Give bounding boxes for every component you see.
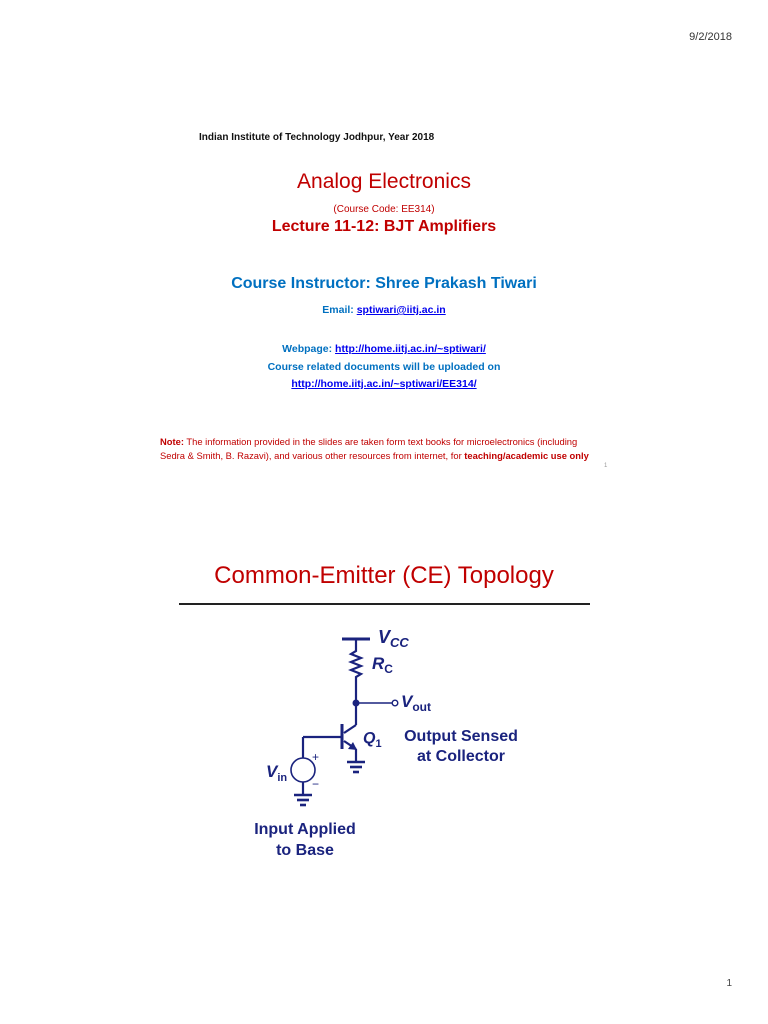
- page-number: 1: [726, 978, 732, 989]
- webpage-line: Webpage: http://home.iitj.ac.in/~sptiwar…: [0, 343, 768, 355]
- course-code: (Course Code: EE314): [333, 204, 435, 215]
- vcc-label: VCC: [378, 627, 409, 650]
- note-label: Note:: [160, 436, 184, 447]
- minus-sign: −: [312, 777, 320, 791]
- rc-label: RC: [372, 654, 393, 676]
- input-note: Input Applied to Base: [254, 821, 356, 859]
- email-line: Email: sptiwari@iitj.ac.in: [0, 304, 768, 316]
- disclaimer-note: Note: The information provided in the sl…: [160, 435, 600, 463]
- lecture-title: Lecture 11-12: BJT Amplifiers: [271, 218, 497, 235]
- ce-circuit-diagram: VCC RC Vout Q1 Vin + − Output Sensed at …: [240, 625, 540, 865]
- vout-label: Vout: [401, 692, 431, 714]
- q1-label: Q1: [363, 730, 382, 750]
- email-link[interactable]: sptiwari@iitj.ac.in: [356, 304, 446, 316]
- slide-title: Common-Emitter (CE) Topology: [214, 562, 554, 589]
- plus-sign: +: [312, 750, 320, 764]
- vin-label: Vin: [266, 762, 288, 784]
- webpage-link[interactable]: http://home.iitj.ac.in/~sptiwari/: [335, 343, 486, 355]
- docs-link[interactable]: http://home.iitj.ac.in/~sptiwari/EE314/: [291, 378, 477, 390]
- note-text: The information provided in the slides a…: [160, 436, 578, 461]
- slide-number: 1: [604, 463, 608, 469]
- course-title: Analog Electronics: [297, 170, 471, 193]
- instructor-name: Course Instructor: Shree Prakash Tiwari: [231, 275, 537, 292]
- docs-url-line: http://home.iitj.ac.in/~sptiwari/EE314/: [0, 378, 768, 390]
- print-date: 9/2/2018: [689, 31, 732, 43]
- circuit-schematic: [290, 637, 399, 807]
- title-divider: [179, 603, 590, 605]
- institute-line: Indian Institute of Technology Jodhpur, …: [199, 132, 435, 143]
- webpage-label: Webpage:: [282, 343, 336, 355]
- docs-text: Course related documents will be uploade…: [267, 361, 501, 373]
- output-note: Output Sensed at Collector: [404, 728, 518, 765]
- email-label: Email:: [322, 304, 357, 316]
- note-emphasis: teaching/academic use only: [464, 450, 589, 461]
